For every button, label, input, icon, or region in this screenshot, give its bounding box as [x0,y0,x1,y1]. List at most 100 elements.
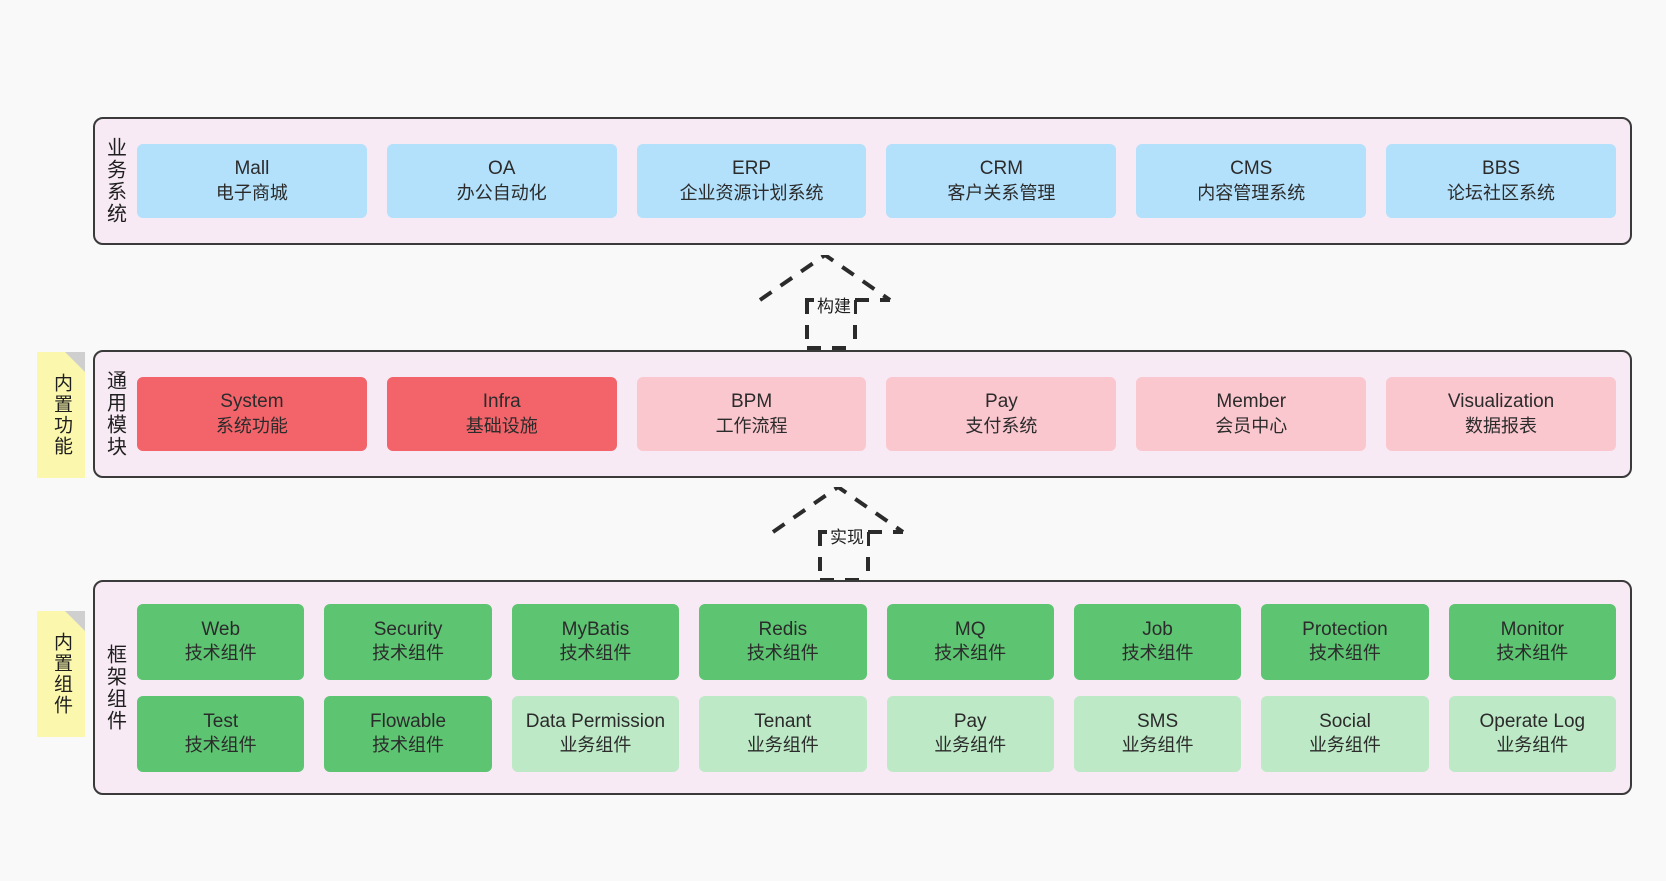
node-label-cn: 基础设施 [465,415,538,436]
node-mybatis[interactable]: MyBatis 技术组件 [511,603,680,680]
node-label-cn: 技术组件 [184,643,257,664]
node-redis[interactable]: Redis 技术组件 [699,603,867,680]
node-label-en: MQ [954,618,986,640]
node-label-cn: 业务组件 [1496,735,1569,756]
sticky-note-builtin-components: 内置组件 [37,611,85,737]
node-label-cn: 工作流程 [715,415,788,436]
node-label-cn: 内容管理系统 [1197,182,1306,203]
node-oa[interactable]: OA 办公自动化 [386,144,617,218]
node-label-cn: 支付系统 [965,415,1038,436]
node-label-cn: 技术组件 [1496,643,1569,664]
node-tenant[interactable]: Tenant 业务组件 [699,695,867,772]
sticky-fold-icon [65,352,85,372]
node-label-cn: 技术组件 [372,735,445,756]
node-label-en: Redis [758,618,808,640]
node-data-permission[interactable]: Data Permission 业务组件 [511,695,680,772]
node-crm[interactable]: CRM 客户关系管理 [886,144,1117,218]
layer-business-system-body: Mall 电子商城 OA 办公自动化 ERP 企业资源计划系统 CRM 客户关系… [133,119,1630,243]
node-label-en: Monitor [1500,618,1564,640]
node-label-cn: 技术组件 [934,643,1007,664]
node-label-en: Infra [482,391,521,413]
node-label-cn: 技术组件 [559,643,632,664]
node-label-en: SMS [1136,710,1179,732]
node-label-en: Web [201,618,241,640]
node-label-en: Pay [985,391,1018,413]
node-label-en: Test [203,710,239,732]
node-label-en: System [220,391,284,413]
layer-business-system: 业务系统 Mall 电子商城 OA 办公自动化 ERP 企业资源计划系统 CRM… [93,117,1632,245]
node-label-cn: 业务组件 [746,735,819,756]
node-label-cn: 技术组件 [184,735,257,756]
node-protection[interactable]: Protection 技术组件 [1261,603,1429,680]
node-label-en: CRM [979,158,1024,180]
node-label-en: Job [1142,618,1173,640]
node-mq[interactable]: MQ 技术组件 [886,603,1054,680]
framework-row-tech: Web 技术组件 Security 技术组件 MyBatis 技术组件 Redi… [137,603,1616,680]
layer-framework-components: 框架组件 Web 技术组件 Security 技术组件 MyBatis 技术组件… [93,580,1632,795]
framework-row-biz: Test 技术组件 Flowable 技术组件 Data Permission … [137,695,1616,772]
sticky-fold-icon [65,611,85,631]
node-label-cn: 客户关系管理 [947,182,1056,203]
node-label-en: CMS [1230,158,1273,180]
node-label-cn: 企业资源计划系统 [679,182,824,203]
node-monitor[interactable]: Monitor 技术组件 [1448,603,1616,680]
node-label-en: Operate Log [1479,710,1586,732]
sticky-note-builtin-features-text: 内置功能 [50,373,72,457]
node-label-cn: 业务组件 [1308,735,1381,756]
sticky-note-builtin-components-text: 内置组件 [50,632,72,716]
common-row: System 系统功能 Infra 基础设施 BPM 工作流程 Pay 支付系统… [137,377,1616,451]
node-visualization[interactable]: Visualization 数据报表 [1386,377,1616,451]
node-label-cn: 技术组件 [746,643,819,664]
node-label-en: Tenant [754,710,812,732]
node-label-en: BBS [1482,158,1521,180]
node-social[interactable]: Social 业务组件 [1261,695,1429,772]
node-test[interactable]: Test 技术组件 [137,695,305,772]
node-label-en: Member [1216,391,1287,413]
node-label-cn: 业务组件 [934,735,1007,756]
node-job[interactable]: Job 技术组件 [1073,603,1242,680]
node-erp[interactable]: ERP 企业资源计划系统 [636,144,867,218]
layer-framework-components-title: 框架组件 [103,643,126,732]
connector-build-label: 构建 [814,292,854,317]
node-operate-log[interactable]: Operate Log 业务组件 [1448,695,1616,772]
node-label-cn: 业务组件 [559,735,632,756]
node-label-en: ERP [732,158,772,180]
node-label-en: Protection [1302,618,1388,640]
node-infra[interactable]: Infra 基础设施 [386,377,617,451]
node-label-cn: 办公自动化 [456,182,547,203]
node-sms[interactable]: SMS 业务组件 [1073,695,1242,772]
node-pay-component[interactable]: Pay 业务组件 [886,695,1054,772]
node-system[interactable]: System 系统功能 [137,377,367,451]
node-bbs[interactable]: BBS 论坛社区系统 [1386,144,1616,218]
node-bpm[interactable]: BPM 工作流程 [636,377,867,451]
node-label-en: Social [1319,710,1371,732]
node-web[interactable]: Web 技术组件 [137,603,305,680]
node-label-en: OA [488,158,516,180]
connector-implement-label: 实现 [827,523,867,548]
layer-common-modules-title: 通用模块 [103,370,126,458]
business-row: Mall 电子商城 OA 办公自动化 ERP 企业资源计划系统 CRM 客户关系… [137,144,1616,218]
node-label-cn: 论坛社区系统 [1447,182,1556,203]
node-label-cn: 技术组件 [1121,643,1194,664]
node-cms[interactable]: CMS 内容管理系统 [1136,144,1367,218]
layer-common-modules-body: System 系统功能 Infra 基础设施 BPM 工作流程 Pay 支付系统… [133,352,1630,476]
node-label-cn: 电子商城 [215,182,288,203]
node-mall[interactable]: Mall 电子商城 [137,144,367,218]
node-flowable[interactable]: Flowable 技术组件 [324,695,492,772]
node-label-cn: 数据报表 [1465,415,1538,436]
node-label-cn: 会员中心 [1215,415,1288,436]
node-label-cn: 技术组件 [1308,643,1381,664]
node-label-en: Pay [953,710,987,732]
node-label-en: BPM [730,391,773,413]
node-label-cn: 业务组件 [1121,735,1194,756]
node-label-en: Visualization [1447,391,1555,413]
node-label-cn: 技术组件 [372,643,445,664]
layer-common-modules: 通用模块 System 系统功能 Infra 基础设施 BPM 工作流程 Pay… [93,350,1632,478]
node-label-en: Data Permission [525,710,666,732]
node-security[interactable]: Security 技术组件 [324,603,492,680]
node-member[interactable]: Member 会员中心 [1136,377,1367,451]
node-pay-module[interactable]: Pay 支付系统 [886,377,1117,451]
layer-business-system-title: 业务系统 [103,137,126,225]
sticky-note-builtin-features: 内置功能 [37,352,85,478]
node-label-en: MyBatis [561,618,630,640]
